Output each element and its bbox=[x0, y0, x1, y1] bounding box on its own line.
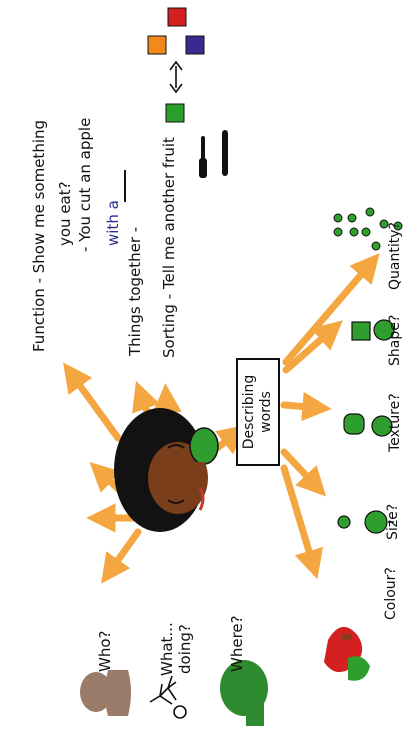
arrow-quantity bbox=[282, 253, 380, 366]
apple-icon bbox=[324, 626, 370, 681]
label-size: Size? bbox=[385, 503, 401, 540]
fill-in-blank-line bbox=[124, 170, 126, 202]
label-things-together: Things together - bbox=[126, 226, 144, 356]
arrow-texture bbox=[280, 391, 332, 422]
tree-icon bbox=[220, 660, 268, 726]
label-texture: Texture? bbox=[387, 393, 403, 452]
label-what-line1: What... bbox=[158, 622, 176, 676]
describing-words-box: Describing words bbox=[236, 358, 280, 466]
arrow-size bbox=[280, 448, 327, 497]
fork-knife-icon bbox=[199, 130, 228, 178]
label-what-line2: doing? bbox=[176, 624, 194, 674]
running-person-icon bbox=[149, 675, 187, 719]
arrow-function bbox=[63, 362, 122, 442]
label-function-line1: Function - Show me something bbox=[30, 119, 48, 352]
label-where: Where? bbox=[228, 615, 246, 672]
shape-apples bbox=[351, 319, 395, 341]
arrow-where bbox=[101, 528, 142, 584]
arrows bbox=[63, 253, 380, 584]
colour-squares-icon bbox=[147, 7, 205, 123]
label-who: Who? bbox=[96, 630, 114, 672]
label-function-line3: - You cut an apple bbox=[76, 117, 94, 252]
child-eating-apple-icon bbox=[114, 408, 219, 532]
label-quantity: Quantity? bbox=[387, 222, 403, 290]
label-shape: Shape? bbox=[387, 314, 403, 366]
quantity-dots bbox=[333, 207, 403, 251]
label-function-line2: you eat? bbox=[56, 181, 74, 246]
describing-line1: Describing bbox=[241, 374, 257, 450]
describing-line2: words bbox=[258, 391, 274, 433]
person-silhouette-icon bbox=[80, 670, 131, 716]
label-function-line4: with a bbox=[104, 200, 122, 246]
size-apples bbox=[337, 510, 394, 534]
texture-apples bbox=[343, 413, 393, 437]
arrow-colour bbox=[280, 464, 324, 580]
arrow-shape bbox=[282, 320, 343, 374]
label-sorting: Sorting - Tell me another fruit bbox=[160, 137, 178, 358]
label-colour: Colour? bbox=[383, 567, 399, 620]
